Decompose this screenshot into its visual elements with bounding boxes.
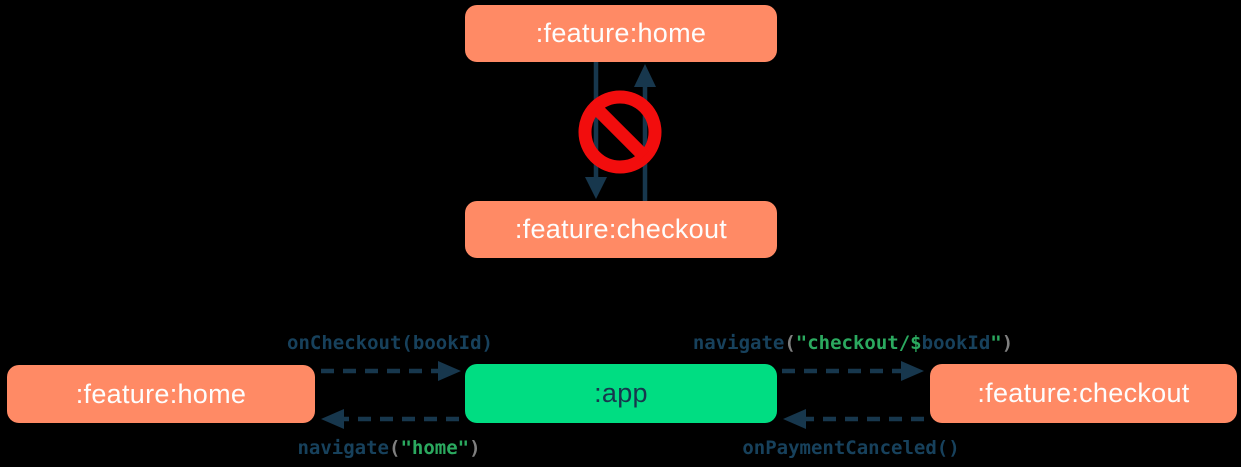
no-entry-slash <box>591 103 649 161</box>
top-feature-checkout-box: :feature:checkout <box>465 201 777 258</box>
edge-label-oncheckout: onCheckout(bookId) <box>287 332 493 354</box>
code-segment: onPaymentCanceled() <box>742 437 960 459</box>
code-segment: navigate <box>297 437 389 459</box>
code-segment: "home" <box>400 437 470 459</box>
no-entry-ring <box>578 90 662 174</box>
bottom-feature-checkout-box: :feature:checkout <box>930 364 1237 423</box>
edge-label-navigate-home: navigate("home") <box>297 437 480 459</box>
code-segment: $ <box>910 332 922 354</box>
top-feature-home-label: :feature:home <box>535 18 707 48</box>
arrowhead-right-2 <box>901 361 924 381</box>
forbidden-dependency-arrows <box>585 62 656 201</box>
bottom-feature-home-label: :feature:home <box>75 378 247 409</box>
code-segment: ) <box>481 332 493 354</box>
bottom-feature-checkout-label: :feature:checkout <box>977 378 1190 408</box>
top-feature-home-box: :feature:home <box>465 5 777 62</box>
arrowhead-up <box>634 64 656 87</box>
code-segment: ( <box>784 332 796 354</box>
code-segment: " <box>990 332 1002 354</box>
code-segment: onCheckout( <box>287 332 413 354</box>
edge-label-navigate-checkout: navigate("checkout/$bookId") <box>693 332 1013 354</box>
code-segment: ) <box>1001 332 1014 354</box>
bottom-app-box: :app <box>465 364 777 423</box>
bottom-feature-home-box: :feature:home <box>7 365 315 423</box>
code-segment: bookId <box>921 332 991 354</box>
code-segment: navigate <box>692 332 785 354</box>
arrowhead-left-1 <box>321 409 344 429</box>
arrowhead-down <box>585 177 607 199</box>
no-entry-icon <box>578 90 662 174</box>
arrowhead-left-2 <box>783 409 806 429</box>
code-segment: ) <box>469 437 481 459</box>
arrowhead-right-1 <box>438 361 461 381</box>
top-feature-checkout-label: :feature:checkout <box>514 214 728 244</box>
edge-label-onpaymentcanceled: onPaymentCanceled() <box>742 437 959 459</box>
code-segment: "checkout/ <box>795 332 911 354</box>
code-segment: bookId <box>412 332 482 354</box>
bottom-app-label: :app <box>594 378 648 408</box>
code-segment: ( <box>388 437 401 459</box>
